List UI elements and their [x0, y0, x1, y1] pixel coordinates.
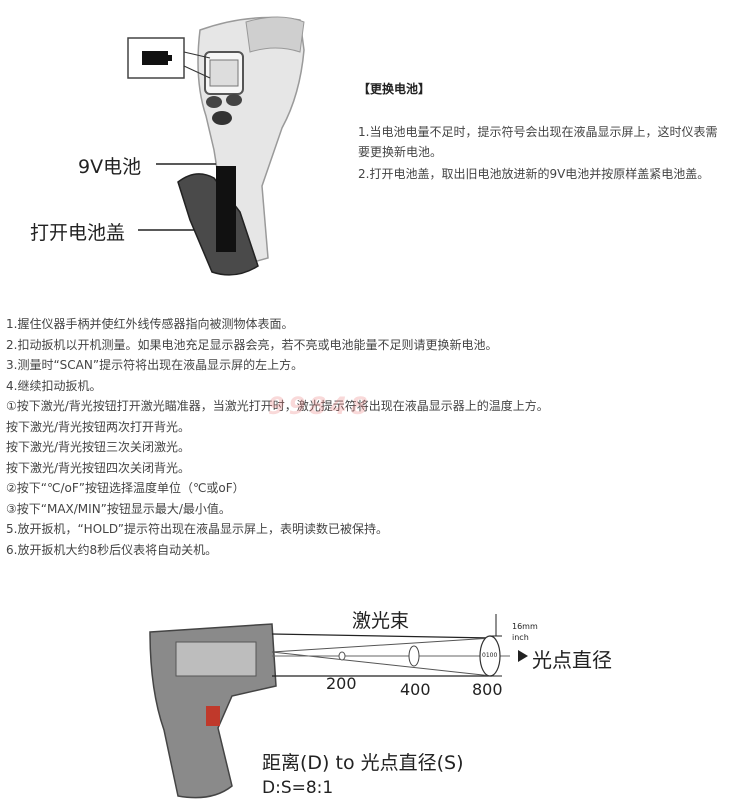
dim-inch: inch [512, 633, 529, 642]
open-cover-label: 打开电池盖 [30, 222, 126, 244]
instruction-line: 按下激光/背光按钮四次关闭背光。 [6, 460, 191, 475]
battery-slot [216, 166, 236, 252]
instruction-line: 6.放开扳机大约8秒后仪表将自动关机。 [6, 542, 218, 557]
distance-200: 200 [326, 674, 357, 693]
instruction-line: ①按下激光/背光按钮打开激光瞄准器，当激光打开时，激光提示符将出现在液晶显示器上… [6, 399, 549, 413]
ratio-value: D:S=8:1 [262, 778, 334, 798]
battery-illustration [127, 16, 305, 276]
instruction-line: 按下激光/背光按钮三次关闭激光。 [6, 440, 191, 454]
instruction-line: 按下激光/背光按钮两次打开背光。 [6, 419, 191, 434]
spot-diameter-label: 光点直径 [532, 648, 612, 672]
battery-label: 9V电池 [78, 156, 142, 178]
instruction-line: 4.继续扣动扳机。 [6, 378, 102, 393]
battery-icon [142, 51, 168, 65]
battery-section-title: 【更换电池】 [358, 82, 431, 96]
spot-200 [338, 651, 346, 661]
spot-arrow [518, 650, 528, 662]
distance-400: 400 [400, 680, 431, 699]
dim-mm: 16mm [512, 622, 538, 631]
instruction-line: 1.握住仪器手柄并使红外线传感器指向被测物体表面。 [6, 317, 294, 331]
spot-400 [408, 645, 420, 667]
distance-800: 800 [472, 680, 503, 699]
trigger [206, 706, 220, 726]
battery-para-1: 1.当电池电量不足时，提示符号会出现在液晶显示屏上，这时仪表需要更换新电池。 [358, 125, 718, 159]
button-2 [226, 94, 242, 106]
instruction-line: ②按下“℃/oF”按钮选择温度单位（℃或oF） [6, 481, 245, 495]
instruction-line: 2.扣动扳机以开机测量。如果电池充足显示器会亮，若不亮或电池能量不足则请更换新电… [6, 337, 498, 352]
laser-beam-label: 激光束 [352, 610, 410, 632]
button-1 [206, 96, 222, 108]
button-3 [212, 111, 232, 125]
operation-instructions: 1.握住仪器手柄并使红外线传感器指向被测物体表面。 2.扣动扳机以开机测量。如果… [6, 314, 726, 560]
battery-para-2: 2.打开电池盖，取出旧电池放进新的9V电池并按原样盖紧电池盖。 [358, 167, 710, 181]
instruction-line: 5.放开扳机，“HOLD”提示符出现在液晶显示屏上，表明读数已被保持。 [6, 522, 388, 536]
thermometer-head [245, 16, 305, 53]
instruction-line: ③按下“MAX/MIN”按钮显示最大/最小值。 [6, 501, 231, 516]
watermark: 99848 [268, 392, 372, 420]
instruction-line: 3.测量时“SCAN”提示符将出现在液晶显示屏的左上方。 [6, 358, 304, 372]
ratio-title: 距离(D) to 光点直径(S) [262, 752, 464, 774]
spot-inner-label: 0100 [482, 652, 498, 659]
distance-spot-illustration [149, 614, 528, 799]
